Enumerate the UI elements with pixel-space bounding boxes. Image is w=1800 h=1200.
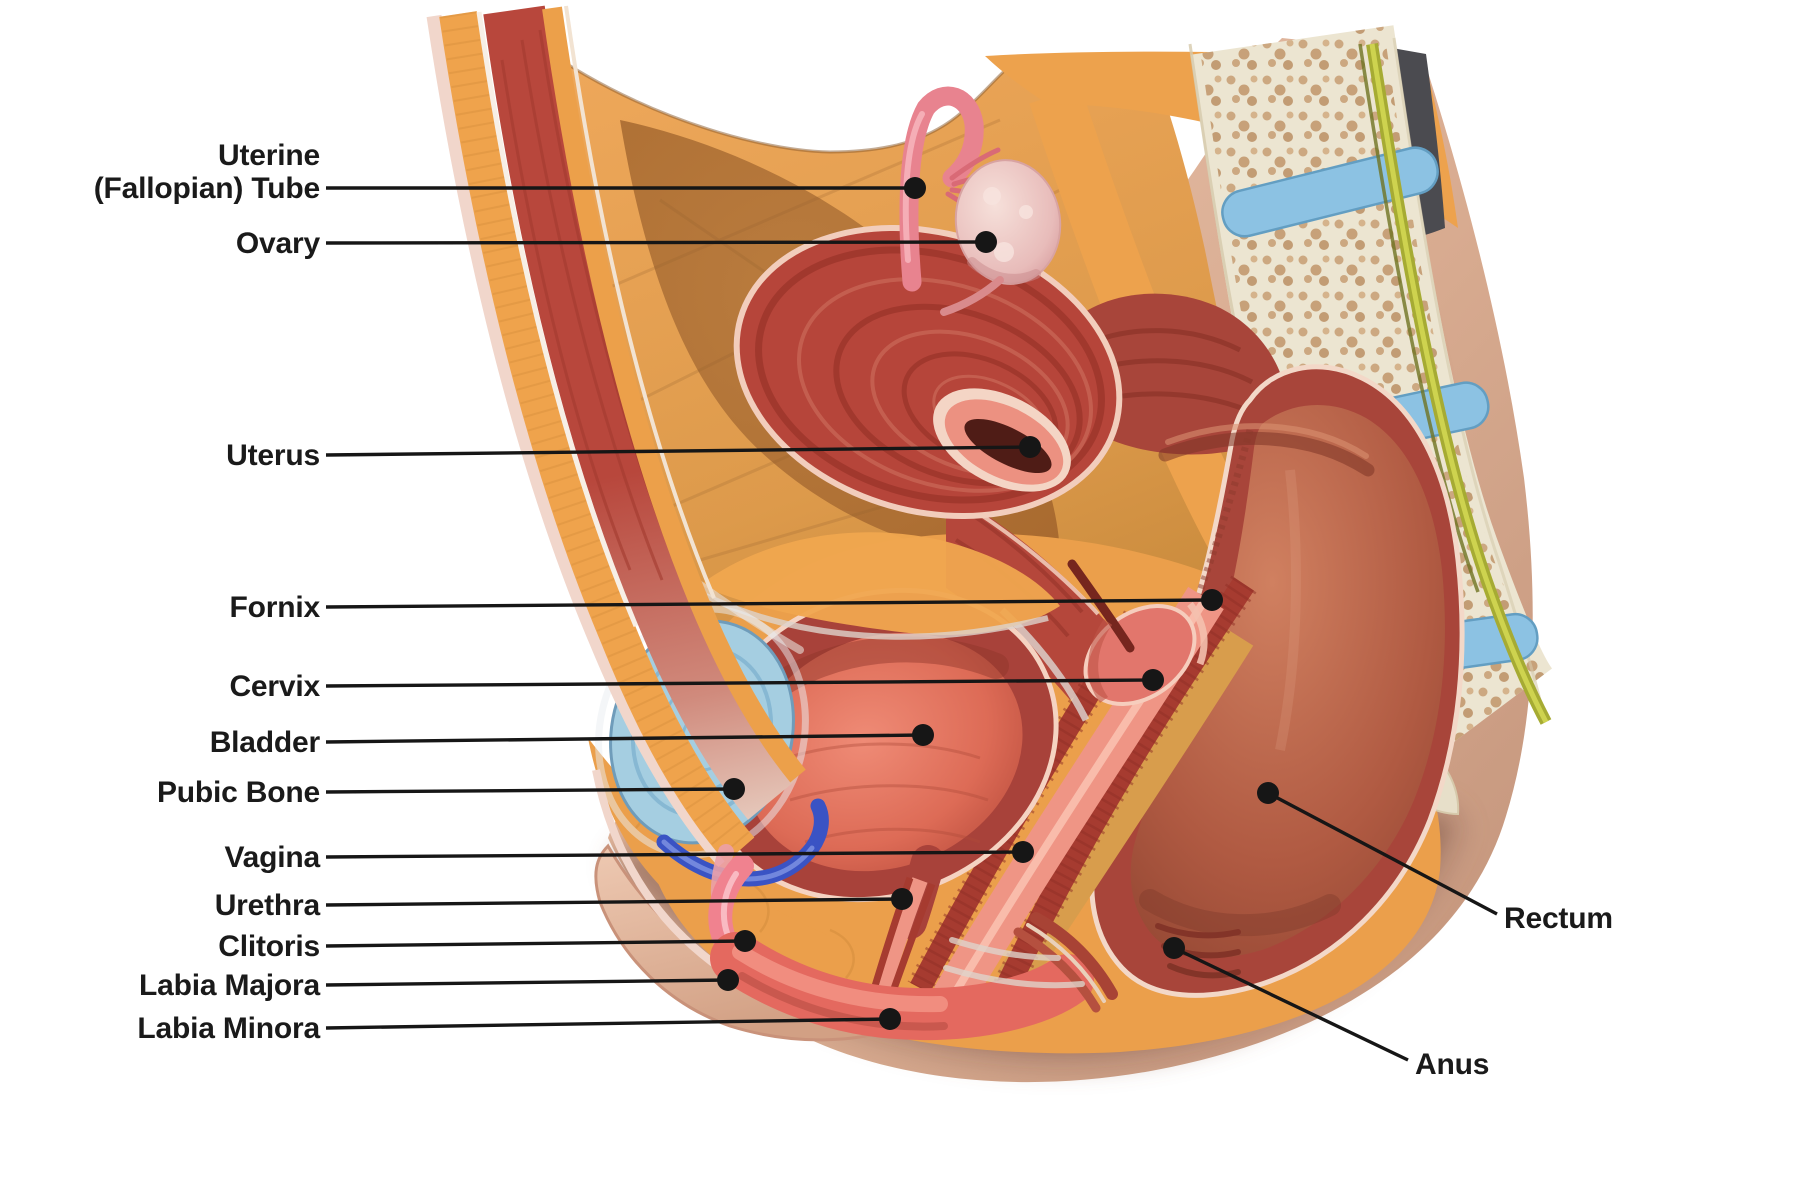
tube-highlight <box>902 111 925 263</box>
ovary-follicle-3 <box>994 242 1014 262</box>
leader-line-urethra <box>325 897 903 907</box>
cavity-top-edge <box>509 20 1023 154</box>
cervical-canal <box>1067 559 1135 653</box>
leader-dot-anus <box>1163 937 1185 959</box>
perineal-gray-streaks <box>943 937 1085 989</box>
leader-dot-fornix <box>1201 589 1223 611</box>
ovary-shape <box>940 159 1062 316</box>
tube-arc <box>899 86 984 292</box>
abdominal-wall <box>426 5 806 867</box>
leader-dot-cervix <box>1142 669 1164 691</box>
leader-line-labia-majora <box>325 978 729 987</box>
rectum-sheen <box>1275 469 1301 751</box>
wall-fascia-white <box>476 11 639 627</box>
leader-line-uterus <box>325 445 1031 457</box>
leader-line-pubic-bone <box>325 787 735 794</box>
fornix-pocket-highlight <box>1187 601 1208 666</box>
perineal-muscle-arc-2 <box>1013 927 1101 1013</box>
perineal-fascia-gap <box>1026 923 1106 1003</box>
label-uterine-fallopian-tube: Uterine (Fallopian) Tube <box>93 139 320 205</box>
leader-line-anus <box>1173 946 1409 1062</box>
external-genitalia <box>592 769 1118 1042</box>
leader-dot-uterus <box>1019 436 1041 458</box>
leader-line-bladder <box>325 733 924 744</box>
leader-dot-uterine-fallopian-tube <box>904 177 926 199</box>
label-pubic-bone: Pubic Bone <box>156 776 320 809</box>
wall-fascia-inner <box>564 5 716 599</box>
urethral-canal <box>872 877 928 1001</box>
leader-dot-labia-majora <box>717 969 739 991</box>
rectal-fold-shadow <box>1158 432 1375 477</box>
rectum-lower-shade <box>1139 889 1341 937</box>
vestibule-highlight <box>732 944 948 1013</box>
leader-dot-labia-minora <box>879 1008 901 1030</box>
ovarian-ligament <box>940 276 1004 316</box>
label-fornix: Fornix <box>229 591 321 624</box>
label-bladder: Bladder <box>209 726 320 759</box>
retropubic-fat <box>700 532 1060 635</box>
leader-line-vagina <box>325 850 1024 859</box>
wall-skin-line <box>426 14 730 867</box>
wall-fat-inner <box>542 6 806 783</box>
rectum-shape <box>1089 364 1465 998</box>
label-rectum: Rectum <box>1504 902 1613 935</box>
leader-dot-urethra <box>891 888 913 910</box>
leader-dot-vagina <box>1012 841 1034 863</box>
myometrium-swirl-1 <box>755 246 1105 504</box>
label-vagina: Vagina <box>224 841 320 874</box>
ovary-follicle-1 <box>983 187 1001 205</box>
leader-dot-ovary <box>975 231 997 253</box>
nerve-root-dark-line <box>1358 43 1480 593</box>
rectal-fold-highlight <box>1165 423 1369 459</box>
label-ovary: Ovary <box>235 227 320 260</box>
label-labia-minora: Labia Minora <box>137 1012 320 1045</box>
myometrium-swirl-3 <box>833 303 1083 487</box>
urethral-wall-posterior <box>886 882 936 1002</box>
leader-dot-pubic-bone <box>723 778 745 800</box>
wall-fat-outer <box>439 11 755 863</box>
ovary-follicle-2 <box>1019 205 1033 219</box>
leader-line-rectum <box>1267 791 1498 916</box>
leader-line-labia-minora <box>325 1017 891 1030</box>
wall-muscle <box>483 5 797 820</box>
label-anus: Anus <box>1415 1048 1490 1081</box>
leader-dot-rectum <box>1257 782 1279 804</box>
cervix-shade <box>1088 619 1113 703</box>
label-urethra: Urethra <box>214 889 321 922</box>
label-labia-majora: Labia Majora <box>139 969 320 1002</box>
uterus-shape <box>733 224 1123 520</box>
label-clitoris: Clitoris <box>218 930 320 963</box>
rectum-interior <box>1130 405 1445 958</box>
leader-dot-bladder <box>912 724 934 746</box>
spinal-nerve-highlight <box>1369 43 1549 724</box>
leader-line-ovary <box>325 240 987 245</box>
vaginal-posterior-fringe <box>988 575 1257 1005</box>
leader-dot-clitoris <box>734 930 756 952</box>
perineal-muscle-arcs <box>1030 912 1118 1000</box>
label-uterus: Uterus <box>226 439 320 472</box>
leader-line-clitoris <box>325 939 746 948</box>
leader-line-cervix <box>325 678 1154 688</box>
vestibule-lower-shade <box>738 972 948 1031</box>
label-cervix: Cervix <box>229 670 320 703</box>
leader-line-fornix <box>325 598 1213 609</box>
labia-minora-vestibule <box>710 932 1094 1041</box>
